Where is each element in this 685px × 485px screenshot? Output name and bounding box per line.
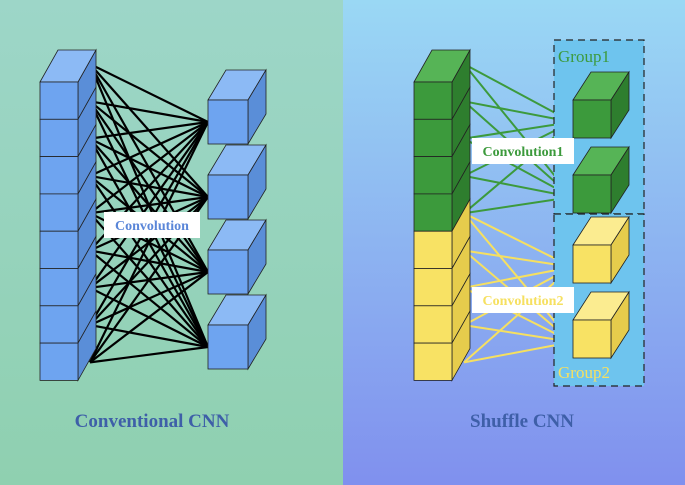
convolution-label: Convolution [115,219,189,234]
left-line-6-0 [89,121,209,289]
input-feature-stack-left-block-6 [39,305,79,344]
input-feature-stack-left-block-7 [39,342,79,381]
group1-cube-2 [572,145,630,215]
input-feature-stack-right-block-5 [413,268,453,307]
input-feature-stack-left-block-2 [39,156,79,195]
conventional-cnn-caption: Conventional CNN [75,411,230,432]
output-cube-left-3 [207,218,267,296]
group1-cube-1 [572,70,630,140]
output-cube-left-2-front [207,174,249,220]
input-feature-stack-right-block-2 [413,156,453,195]
input-feature-stack-left [39,48,97,382]
left-line-8-0 [89,121,209,363]
output-cube-left-1-front [207,99,249,145]
input-feature-stack-right-block-0 [413,81,453,120]
group1-label: Group1 [558,47,610,66]
left-line-8-3 [89,345,209,364]
group2-label: Group2 [558,363,610,382]
input-feature-stack-left-block-1 [39,118,79,158]
shuffle-cnn-caption: Shuffle CNN [470,411,574,432]
convolution-label-box [104,212,200,238]
left-line-8-2 [89,271,209,364]
left-line-3-0 [89,120,209,177]
input-feature-stack-left-block-5 [39,268,79,307]
input-feature-stack-right [413,48,471,382]
convolution2-label-box [472,287,574,313]
group1-cube-2-front [572,174,612,214]
output-cube-left-1 [207,68,267,146]
input-feature-stack-right-block-7 [413,342,453,381]
left-line-4-0 [89,121,209,215]
convolution1-label-box [472,138,574,164]
left-line-2-0 [89,120,209,140]
input-feature-stack-right-block-4 [413,230,453,269]
group2-cube-1 [572,215,630,285]
input-feature-stack-right-block-6 [413,305,453,344]
input-feature-stack-right-block-3 [413,193,453,232]
left-line-7-2 [89,270,209,327]
output-cube-left-4-front [207,324,249,370]
output-cube-left-2 [207,143,267,221]
group2-cube-2 [572,290,630,360]
left-line-1-0 [89,100,209,124]
output-cube-left-4 [207,293,267,371]
output-cube-left-3-front [207,249,249,295]
left-line-7-3 [89,324,209,349]
group1-cube-1-front [572,99,612,139]
input-feature-stack-right-block-1 [413,118,453,158]
feature-map-cubes [39,48,630,382]
convolution1-label: Convolution1 [483,145,564,160]
input-feature-stack-left-block-0 [39,81,79,120]
input-feature-stack-left-block-3 [39,193,79,232]
group2-cube-1-front [572,244,612,284]
convolution2-label: Convolution2 [483,294,564,309]
left-line-0-0 [89,63,209,123]
input-feature-stack-left-block-4 [39,230,79,269]
group2-cube-2-front [572,319,612,359]
